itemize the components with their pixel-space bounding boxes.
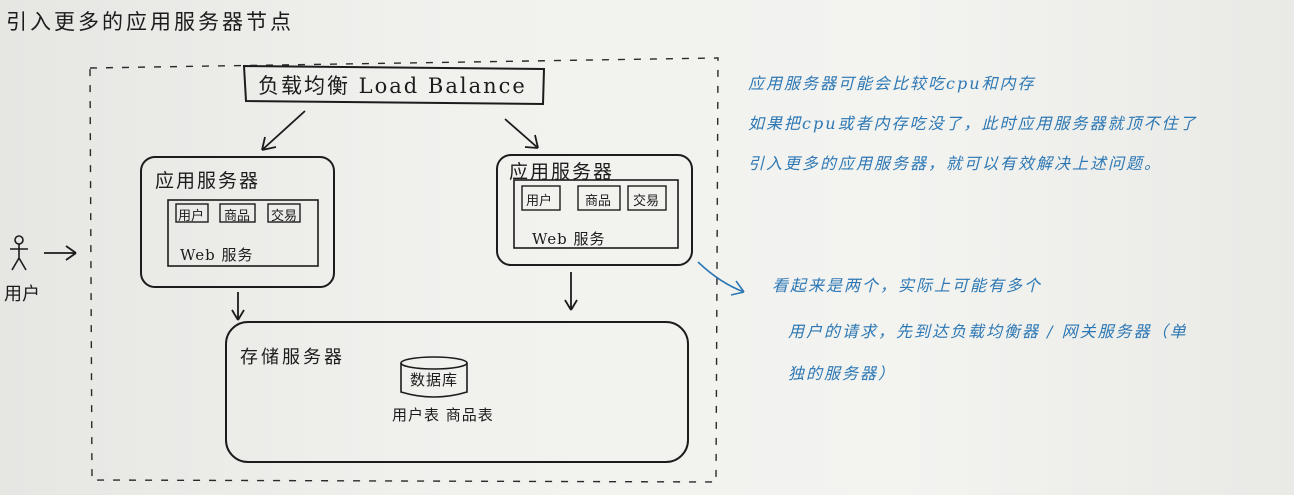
arrow-left-server-to-storage: [231, 292, 245, 321]
right-module-box-3: [627, 185, 667, 211]
left-web-label: Web 服务: [180, 246, 254, 264]
load-balancer-label: 负载均衡 Load Balance: [258, 74, 527, 98]
db-cylinder-body: [400, 363, 468, 398]
tables-label: 用户表 商品表: [392, 406, 494, 424]
user-label: 用户: [4, 284, 40, 305]
arrow-lb-to-right-server: [504, 118, 539, 149]
left-module-box-3: [267, 203, 301, 223]
right-module-box-1: [521, 185, 561, 211]
load-balancer-box: [242, 64, 546, 106]
note-line-1: 应用服务器可能会比较吃cpu和内存: [748, 74, 1036, 93]
note-line-3: 引入更多的应用服务器，就可以有效解决上述问题。: [748, 154, 1163, 173]
right-module-trade: 交易: [633, 194, 660, 209]
cluster-boundary: [89, 57, 719, 483]
right-module-box-2: [577, 185, 621, 211]
right-web-label: Web 服务: [532, 230, 606, 248]
note-line-5: 用户的请求，先到达负载均衡器 / 网关服务器（单: [788, 322, 1188, 341]
note-callout-arrow: [697, 261, 745, 296]
right-module-product: 商品: [585, 194, 612, 209]
note-line-6: 独的服务器）: [788, 364, 897, 383]
left-module-box-1: [175, 203, 209, 223]
stick-figure-icon: [10, 235, 28, 271]
diagram-title: 引入更多的应用服务器节点: [6, 10, 294, 34]
right-server-title: 应用服务器: [509, 161, 615, 183]
note-line-4: 看起来是两个，实际上可能有多个: [772, 276, 1043, 295]
left-server-inner-box: [167, 199, 319, 267]
left-server-box: [140, 156, 335, 288]
left-module-box-2: [219, 203, 256, 223]
left-module-product: 商品: [224, 209, 251, 224]
right-module-user: 用户: [526, 194, 553, 209]
storage-server-box: [225, 321, 689, 463]
left-module-user: 用户: [178, 209, 205, 224]
db-cylinder-top: [400, 356, 468, 370]
arrow-user-to-cluster: [44, 245, 77, 261]
arrow-lb-to-left-server: [261, 110, 306, 151]
note-line-2: 如果把cpu或者内存吃没了，此时应用服务器就顶不住了: [748, 114, 1198, 133]
storage-server-title: 存储服务器: [240, 347, 345, 368]
arrow-right-server-to-storage: [564, 272, 578, 311]
right-server-box: [496, 154, 693, 266]
database-label: 数据库: [410, 371, 459, 389]
left-module-trade: 交易: [271, 209, 298, 224]
left-server-title: 应用服务器: [155, 170, 261, 192]
right-server-inner-box: [513, 179, 679, 249]
